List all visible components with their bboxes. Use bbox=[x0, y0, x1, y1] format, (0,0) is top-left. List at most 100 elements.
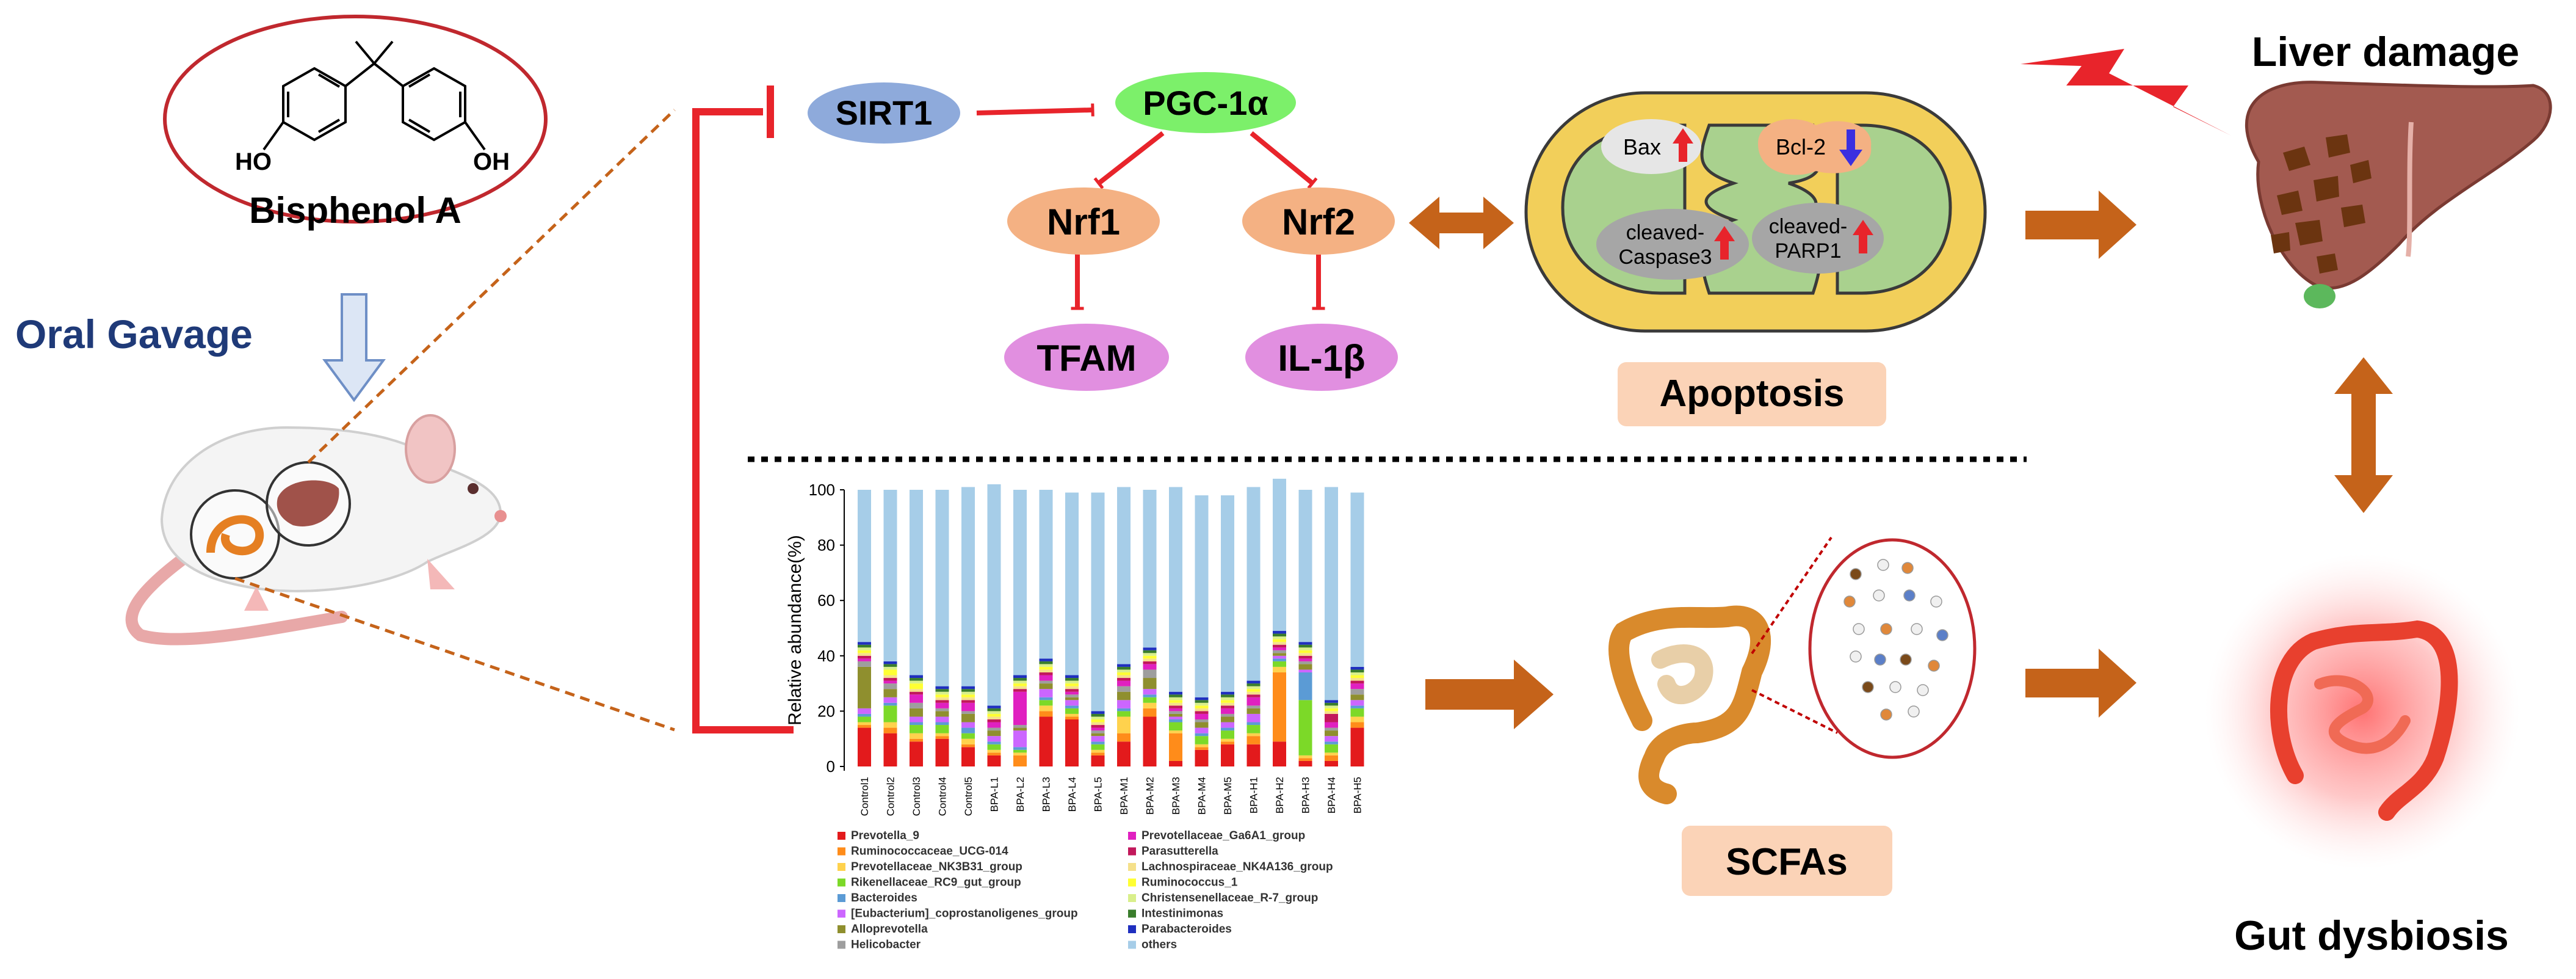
nrf1-node: Nrf1 bbox=[1007, 187, 1160, 255]
bar-segment bbox=[1350, 727, 1364, 766]
svg-text:IL-1β: IL-1β bbox=[1278, 338, 1365, 379]
bar-segment bbox=[1117, 669, 1131, 672]
bar-segment bbox=[910, 722, 923, 726]
bar-segment bbox=[935, 689, 949, 692]
bar-segment bbox=[1350, 669, 1364, 672]
scfa-molecule bbox=[1877, 559, 1889, 571]
bar-segment bbox=[1065, 689, 1079, 692]
bar-segment bbox=[1195, 702, 1209, 706]
bar-segment bbox=[1065, 694, 1079, 697]
bar-segment bbox=[1221, 730, 1234, 739]
bar-segment bbox=[910, 741, 923, 766]
bar-segment bbox=[1273, 658, 1286, 661]
bar-segment bbox=[1246, 680, 1261, 684]
bar-segment bbox=[935, 716, 949, 722]
bar-segment bbox=[1169, 694, 1182, 697]
bar-segment bbox=[1298, 700, 1312, 755]
bar-segment bbox=[1091, 722, 1105, 726]
scfa-molecule bbox=[1928, 660, 1940, 672]
x-tick-label: Control4 bbox=[937, 777, 949, 816]
apoptosis-box bbox=[1618, 362, 1886, 426]
x-tick-label: BPA-H1 bbox=[1248, 777, 1260, 813]
bcl2-down-arrow bbox=[1839, 129, 1862, 166]
legend-label: Intestinimonas bbox=[1141, 908, 1223, 920]
x-tick-label: Control2 bbox=[885, 777, 897, 816]
bar-segment bbox=[858, 713, 871, 717]
caspase3-label-line1: cleaved- bbox=[1626, 221, 1705, 244]
hydroxyl-left-label: HO bbox=[235, 148, 272, 175]
bar-segment bbox=[858, 722, 871, 726]
bar-segment bbox=[961, 744, 975, 748]
scfa-molecule bbox=[1880, 623, 1892, 635]
parp1-up-arrow bbox=[1853, 220, 1873, 253]
bar-segment bbox=[987, 755, 1001, 766]
bar-segment bbox=[1091, 749, 1105, 753]
scfa-molecule bbox=[1930, 595, 1942, 608]
bar-segment bbox=[1246, 691, 1261, 695]
bar-segment bbox=[1013, 678, 1027, 681]
bar-segment bbox=[1246, 683, 1261, 686]
bar-segment bbox=[883, 664, 897, 667]
bar-segment bbox=[961, 700, 975, 703]
bar-segment bbox=[1221, 691, 1234, 695]
bar-segment bbox=[1195, 713, 1209, 719]
bar-segment bbox=[935, 686, 949, 690]
nrf2-mito-double-arrow bbox=[1409, 197, 1514, 249]
bar-segment bbox=[935, 738, 949, 766]
legend-label: Prevotellaceae_NK3B31_group bbox=[851, 861, 1022, 873]
bar-segment bbox=[935, 722, 949, 726]
bar-segment bbox=[1169, 722, 1182, 731]
legend-swatch bbox=[838, 878, 845, 887]
bar-segment bbox=[1013, 490, 1027, 675]
chart-to-gut-arrow bbox=[1425, 660, 1554, 729]
bar-segment bbox=[1013, 749, 1027, 753]
bar-segment bbox=[910, 738, 923, 742]
svg-text:Nrf1: Nrf1 bbox=[1047, 202, 1120, 242]
bar-segment bbox=[910, 725, 923, 733]
bar-segment bbox=[1117, 672, 1131, 675]
bax-label: Bax bbox=[1623, 134, 1661, 159]
bar-segment bbox=[1117, 708, 1131, 712]
legend-swatch bbox=[1128, 941, 1136, 949]
bar-segment bbox=[1273, 653, 1286, 656]
bar-segment bbox=[1246, 697, 1261, 706]
scfa-molecule bbox=[1880, 708, 1892, 721]
bar-segment bbox=[1298, 653, 1312, 656]
legend-swatch bbox=[838, 941, 845, 949]
y-tick-label: 100 bbox=[809, 481, 835, 499]
bar-segment bbox=[1195, 736, 1209, 744]
scfa-molecule bbox=[1901, 562, 1914, 574]
bar-segment bbox=[961, 697, 975, 701]
legend-label: Parasutterella bbox=[1141, 845, 1218, 858]
bar-segment bbox=[961, 691, 975, 695]
bar-segment bbox=[987, 722, 1001, 728]
bar-segment bbox=[961, 686, 975, 690]
nrf2-node: Nrf2 bbox=[1242, 187, 1395, 255]
bar-segment bbox=[1013, 730, 1027, 748]
bar-segment bbox=[883, 678, 897, 681]
bar-segment bbox=[1325, 755, 1338, 761]
bar-segment bbox=[1246, 725, 1261, 733]
bar-segment bbox=[1065, 683, 1079, 686]
bar-segment bbox=[1039, 666, 1053, 670]
bar-segment bbox=[1350, 683, 1364, 690]
bar-segment bbox=[1169, 713, 1182, 717]
chart-bars bbox=[858, 478, 1364, 766]
svg-text:PGC-1α: PGC-1α bbox=[1143, 84, 1268, 122]
bar-segment bbox=[1221, 702, 1234, 706]
bar-segment bbox=[961, 747, 975, 766]
x-tick-label: BPA-L2 bbox=[1015, 777, 1026, 812]
bar-segment bbox=[1325, 741, 1338, 744]
bar-segment bbox=[1169, 702, 1182, 706]
bar-segment bbox=[1039, 689, 1053, 697]
legend-label: Lachnospiraceae_NK4A136_group bbox=[1141, 861, 1333, 873]
legend-label: Parabacteroides bbox=[1141, 923, 1232, 936]
bar-segment bbox=[987, 727, 1001, 731]
bar-segment bbox=[1143, 669, 1157, 679]
bar-segment bbox=[1091, 755, 1105, 766]
svg-text:TFAM: TFAM bbox=[1037, 338, 1136, 379]
bar-segment bbox=[1298, 655, 1312, 659]
bar-segment bbox=[1143, 678, 1157, 690]
bar-segment bbox=[1195, 697, 1209, 701]
bar-segment bbox=[1273, 642, 1286, 645]
